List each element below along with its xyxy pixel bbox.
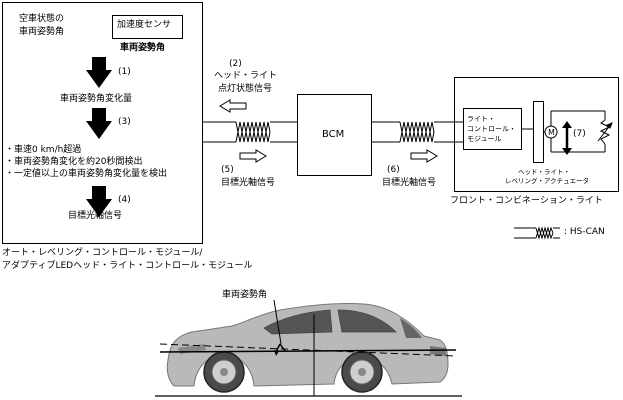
step-7-number: (7): [573, 129, 586, 139]
actuator-internals: [522, 110, 613, 153]
signal-2-arrow: [219, 99, 247, 113]
actuator-label-2: レベリング・アクチュエータ: [505, 177, 590, 185]
signal-5-arrow: [239, 149, 267, 163]
actuator-label-1: ヘッド・ライト・: [518, 168, 570, 176]
light-control-module-box: [463, 108, 522, 150]
legend-twisted-pair: [514, 226, 560, 240]
light-control-module-label-3: モジュール: [467, 135, 502, 143]
signal-5-number: (5): [221, 165, 234, 175]
sensor-output-label: 車両姿勢角: [120, 43, 166, 53]
signal-2-label-1: ヘッド・ライト: [214, 71, 278, 81]
signal-6-number: (6): [387, 165, 400, 175]
step-3-number: (3): [118, 117, 131, 127]
can-line-bcm-light: [372, 121, 463, 143]
signal-6-arrow: [410, 149, 438, 163]
ecu-name-line-1: オート・レベリング・コントロール・モジュール/: [2, 248, 203, 258]
signal-6-label: 目標光軸信号: [382, 178, 437, 188]
target-axis-signal-label: 目標光軸信号: [68, 211, 123, 221]
ecu-name-line-2: アダプティブLEDヘッド・ライト・コントロール・モジュール: [2, 261, 253, 271]
legend-hs-can-label: : HS-CAN: [564, 227, 605, 237]
step-4-number: (4): [118, 195, 131, 205]
initial-attitude-label-2: 車両姿勢角: [19, 27, 65, 37]
front-combination-light-name: フロント・コンビネーション・ライト: [450, 196, 603, 206]
signal-2-label-2: 点灯状態信号: [218, 84, 273, 94]
acceleration-sensor-label: 加速度センサ: [117, 20, 172, 30]
can-line-ecu-bcm: [203, 121, 297, 143]
condition-speed: ・車速0 km/h超過: [5, 145, 82, 155]
condition-threshold: ・一定値以上の車両姿勢角変化量を検出: [5, 169, 168, 179]
attitude-change-label: 車両姿勢角変化量: [60, 94, 133, 104]
condition-duration: ・車両姿勢角変化を約20秒間検出: [5, 157, 143, 167]
signal-5-label: 目標光軸信号: [221, 178, 276, 188]
vehicle-attitude-label: 車両姿勢角: [222, 290, 268, 300]
actuator-stroke-arrow: [562, 121, 572, 155]
bcm-box: [297, 94, 372, 176]
leveling-actuator-box: [533, 101, 544, 163]
initial-attitude-label-1: 空車状態の: [19, 14, 65, 24]
flow-arrow-1: [86, 57, 112, 88]
vehicle-illustration: [155, 299, 462, 397]
light-control-module-label-1: ライト・: [467, 115, 495, 123]
bcm-label: BCM: [322, 129, 345, 140]
flow-arrow-4: [86, 186, 112, 217]
flow-arrow-3: [86, 108, 112, 139]
signal-2-number: (2): [229, 59, 242, 69]
step-1-number: (1): [118, 67, 131, 77]
light-control-module-label-2: コントロール・: [467, 125, 516, 133]
motor-symbol: M: [548, 128, 555, 137]
acceleration-sensor-box: [112, 15, 183, 39]
